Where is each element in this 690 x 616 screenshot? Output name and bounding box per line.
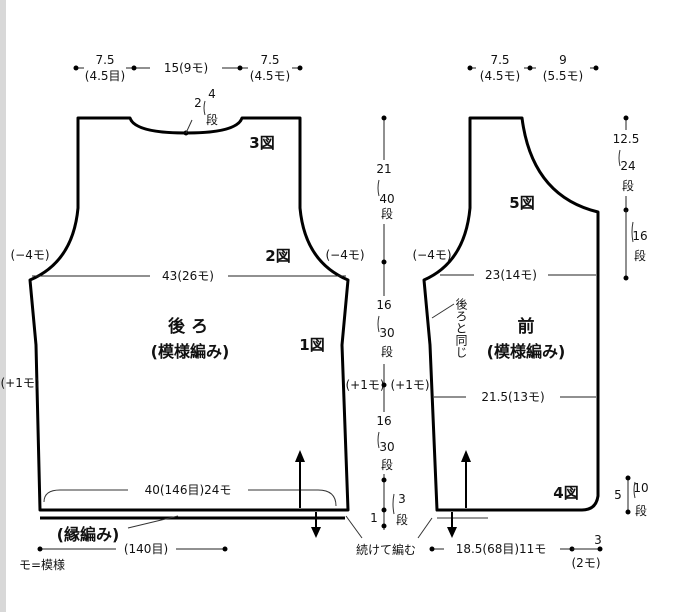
right-height-dims: 12.5 24 段 16 段 5 10 段 [606, 115, 649, 518]
front-fig5: 5図 [509, 194, 534, 212]
right-h125-rows-1: 段 [622, 178, 634, 193]
back-top-center: 15(9モ) [164, 61, 208, 75]
back-stitches: (140目) [124, 542, 168, 556]
continue-knitting: 続けて編む [356, 542, 416, 557]
right-h5-rows-1: 段 [635, 503, 647, 518]
back-neck-4: 4 [208, 87, 216, 101]
h16a-rows-0: 30 [379, 326, 394, 340]
back-edging: (縁編み) [57, 525, 120, 544]
back-top-right: 7.5 [260, 53, 279, 67]
right-h125: 12.5 [613, 132, 640, 146]
back-piece: 7.5 (4.5目) 15(9モ) 7.5 (4.5モ) 2 4 段 3図 2図… [0, 53, 384, 572]
front-width-upper: 23(14モ) [485, 268, 537, 282]
front-top-left-sub: (4.5モ) [480, 69, 520, 83]
back-subtitle: (模様編み) [151, 342, 230, 361]
front-top-right-sub: (5.5モ) [543, 69, 583, 83]
h21: 21 [376, 162, 391, 176]
back-neck-dan: 段 [206, 112, 218, 127]
right-h16-rows-1: 段 [634, 248, 646, 263]
back-width-upper: 43(26モ) [162, 269, 214, 283]
front-bottom-2: (2モ) [572, 556, 601, 570]
front-outline [422, 116, 600, 512]
back-dec-left: (−4モ) [10, 248, 49, 262]
back-title: 後 ろ [168, 316, 208, 337]
back-inc-left: (+1モ) [0, 376, 39, 390]
front-up-arrow-icon [461, 450, 471, 462]
right-h125-rows-0: 24 [620, 159, 635, 173]
h3-rows-1: 段 [396, 512, 408, 527]
h16b: 16 [376, 414, 391, 428]
right-h5-rows-0: 10 [633, 481, 648, 495]
front-top-right: 9 [559, 53, 567, 67]
page-spine [0, 0, 6, 612]
back-dec-right: (−4モ) [325, 248, 364, 262]
back-inc-right: (+1モ) [345, 378, 384, 392]
front-top-left: 7.5 [490, 53, 509, 67]
front-subtitle: (模様編み) [487, 342, 566, 361]
right-h16-rows-0: 16 [632, 229, 647, 243]
back-fig2: 2図 [265, 247, 290, 265]
back-up-arrow-icon [295, 450, 305, 462]
back-down-arrow-icon [311, 527, 321, 538]
front-piece: 7.5 (4.5モ) 9 (5.5モ) 5図 4図 (−4モ) (+1モ) 23… [390, 53, 603, 570]
center-height-dims: 21 40 段 16 30 段 16 30 段 1 3 段 続けて編む [345, 115, 433, 557]
front-inc-left: (+1モ) [390, 378, 429, 392]
h21-rows-0: 40 [379, 192, 394, 206]
front-bottom-3: 3 [594, 533, 602, 547]
h21-rows-1: 段 [381, 206, 393, 221]
back-fig1: 1図 [299, 336, 324, 354]
back-width-bottom: 40(146目)24モ [145, 483, 232, 497]
right-h5: 5 [614, 488, 622, 502]
legend: モ=模様 [19, 558, 65, 572]
front-width-lower: 21.5(13モ) [481, 390, 544, 404]
h3-rows-0: 3 [398, 492, 406, 506]
front-down-arrow-icon [447, 527, 457, 538]
back-outline [28, 116, 350, 512]
back-top-left-sub: (4.5目) [85, 69, 125, 83]
h16a-rows-1: 段 [381, 344, 393, 359]
h1: 1 [370, 511, 378, 525]
back-top-left: 7.5 [95, 53, 114, 67]
front-dec-left: (−4モ) [412, 248, 451, 262]
back-top-right-sub: (4.5モ) [250, 69, 290, 83]
h16b-rows-0: 30 [379, 440, 394, 454]
front-fig4: 4図 [553, 484, 578, 502]
back-fig3: 3図 [249, 134, 274, 152]
back-neck-2: 2 [194, 96, 202, 110]
h16a: 16 [376, 298, 391, 312]
front-bottom: 18.5(68目)11モ [456, 542, 547, 556]
front-title: 前 [518, 316, 535, 337]
h16b-rows-1: 段 [381, 457, 393, 472]
front-same-as-back: 後ろと同じ [454, 298, 468, 358]
